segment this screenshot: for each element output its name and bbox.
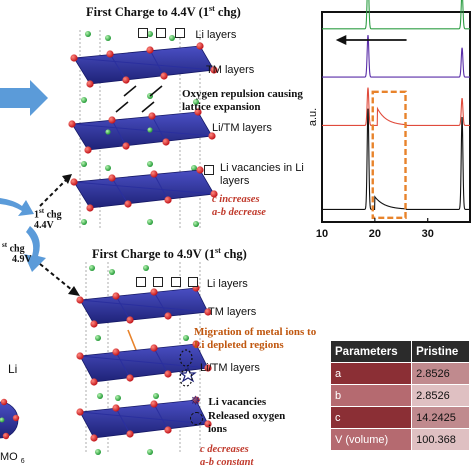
vacancy-square-icon [204,165,214,175]
series-line-d [322,108,470,210]
process-arrow-1 [0,80,48,116]
table-cell-value: 2.8526 [411,384,470,407]
bottom-li-layers-label: Li layers [206,278,248,290]
vacancy-square-icon [170,277,181,287]
top-title: First Charge to 4.4V (1st chg) [86,4,241,20]
series-line-c [322,87,470,126]
released-oxygen-key: Released oxygen ions [190,410,300,436]
bottom-tm-layers-label: TM layers [208,306,257,318]
released-oxygen-label: Released oxygen ions [208,410,286,435]
table-row: V (volume) 100.368 [329,428,470,451]
bottom-structure [76,262,212,455]
vacancy-square-icon [156,28,167,38]
top-li-tm-layers-label: Li/TM layers [212,122,272,134]
table-header-parameters: Parameters [329,340,413,363]
oxygen-repulsion-label: Oxygen repulsion causing lattice expansi… [182,88,303,113]
table-row: b 2.8526 [329,384,470,407]
released-oxygen-icon [190,412,203,425]
vacancy-square-icon [138,28,148,38]
bottom-li-vacancies-label: Li vacancies [208,396,267,408]
first-chg-44-label: 1st chg 4.4V [34,207,62,232]
migration-label: Migration of metal ions to Li depleted r… [194,326,317,351]
table-cell-value: 14.2425 [411,406,470,429]
table-cell-param: b [329,384,413,407]
left-cluster [0,398,20,440]
x-tick-label: 10 [316,228,328,240]
table-row: a 2.8526 [329,362,470,385]
series-line-a [322,0,470,30]
series-line-b [322,35,470,78]
vacancy-star-icon: ✵ [190,393,201,408]
bottom-li-tm-layers-label: Li/TM layers [200,362,260,374]
table-header-row: Parameters Pristine [329,340,470,363]
highlight-box [371,90,407,220]
parameters-table: Parameters Pristine a 2.8526 b 2.8526 c … [329,340,470,451]
table-cell-param: a [329,362,413,385]
left-li-label: Li [8,362,18,376]
y-axis-label: a.u. [307,108,319,126]
vacancy-square-icon [136,277,146,287]
top-c-increases: c increases [212,194,260,205]
direction-arrow-head [335,35,347,45]
top-ab-decrease: a-b decrease [212,207,266,218]
table-cell-value: 2.8526 [411,362,470,385]
vacancy-square-icon [174,28,185,38]
process-arrow-2 [0,198,34,216]
plot-frame [321,11,471,223]
table-cell-param: c [329,406,413,429]
bottom-title: First Charge to 4.9V (1st chg) [92,246,247,262]
top-li-vacancies-key: Li vacancies in Li layers [204,162,309,188]
vacancy-square-icon [188,277,199,287]
bottom-li-vacancies-key: ✵ Li vacancies [190,392,266,410]
top-li-layers-label: Li layers [195,29,237,41]
x-tick-label: 20 [369,228,381,240]
table-header-pristine: Pristine [411,340,470,363]
table-row: c 14.2425 [329,406,470,429]
top-li-layers-key: Li layers [138,25,236,43]
bottom-ab-constant: a-b constant [200,457,254,468]
process-arrow-3 [24,226,46,272]
top-li-vacancies-label: Li vacancies in Li layers [220,162,304,187]
bottom-c-decreases: c decreases [200,444,249,455]
top-tm-layers-label: TM layers [206,64,255,76]
table-cell-value: 100.368 [411,428,470,451]
first-chg-49-label: st chg 4.9V [2,241,32,266]
table-cell-param: V (volume) [329,428,413,451]
vacancy-square-icon [153,277,164,287]
xrd-chart: 10 20 30 a.u. [307,0,471,240]
x-tick-label: 30 [422,228,434,240]
bottom-li-layers-key: Li layers [136,274,248,292]
top-structure [68,30,218,228]
